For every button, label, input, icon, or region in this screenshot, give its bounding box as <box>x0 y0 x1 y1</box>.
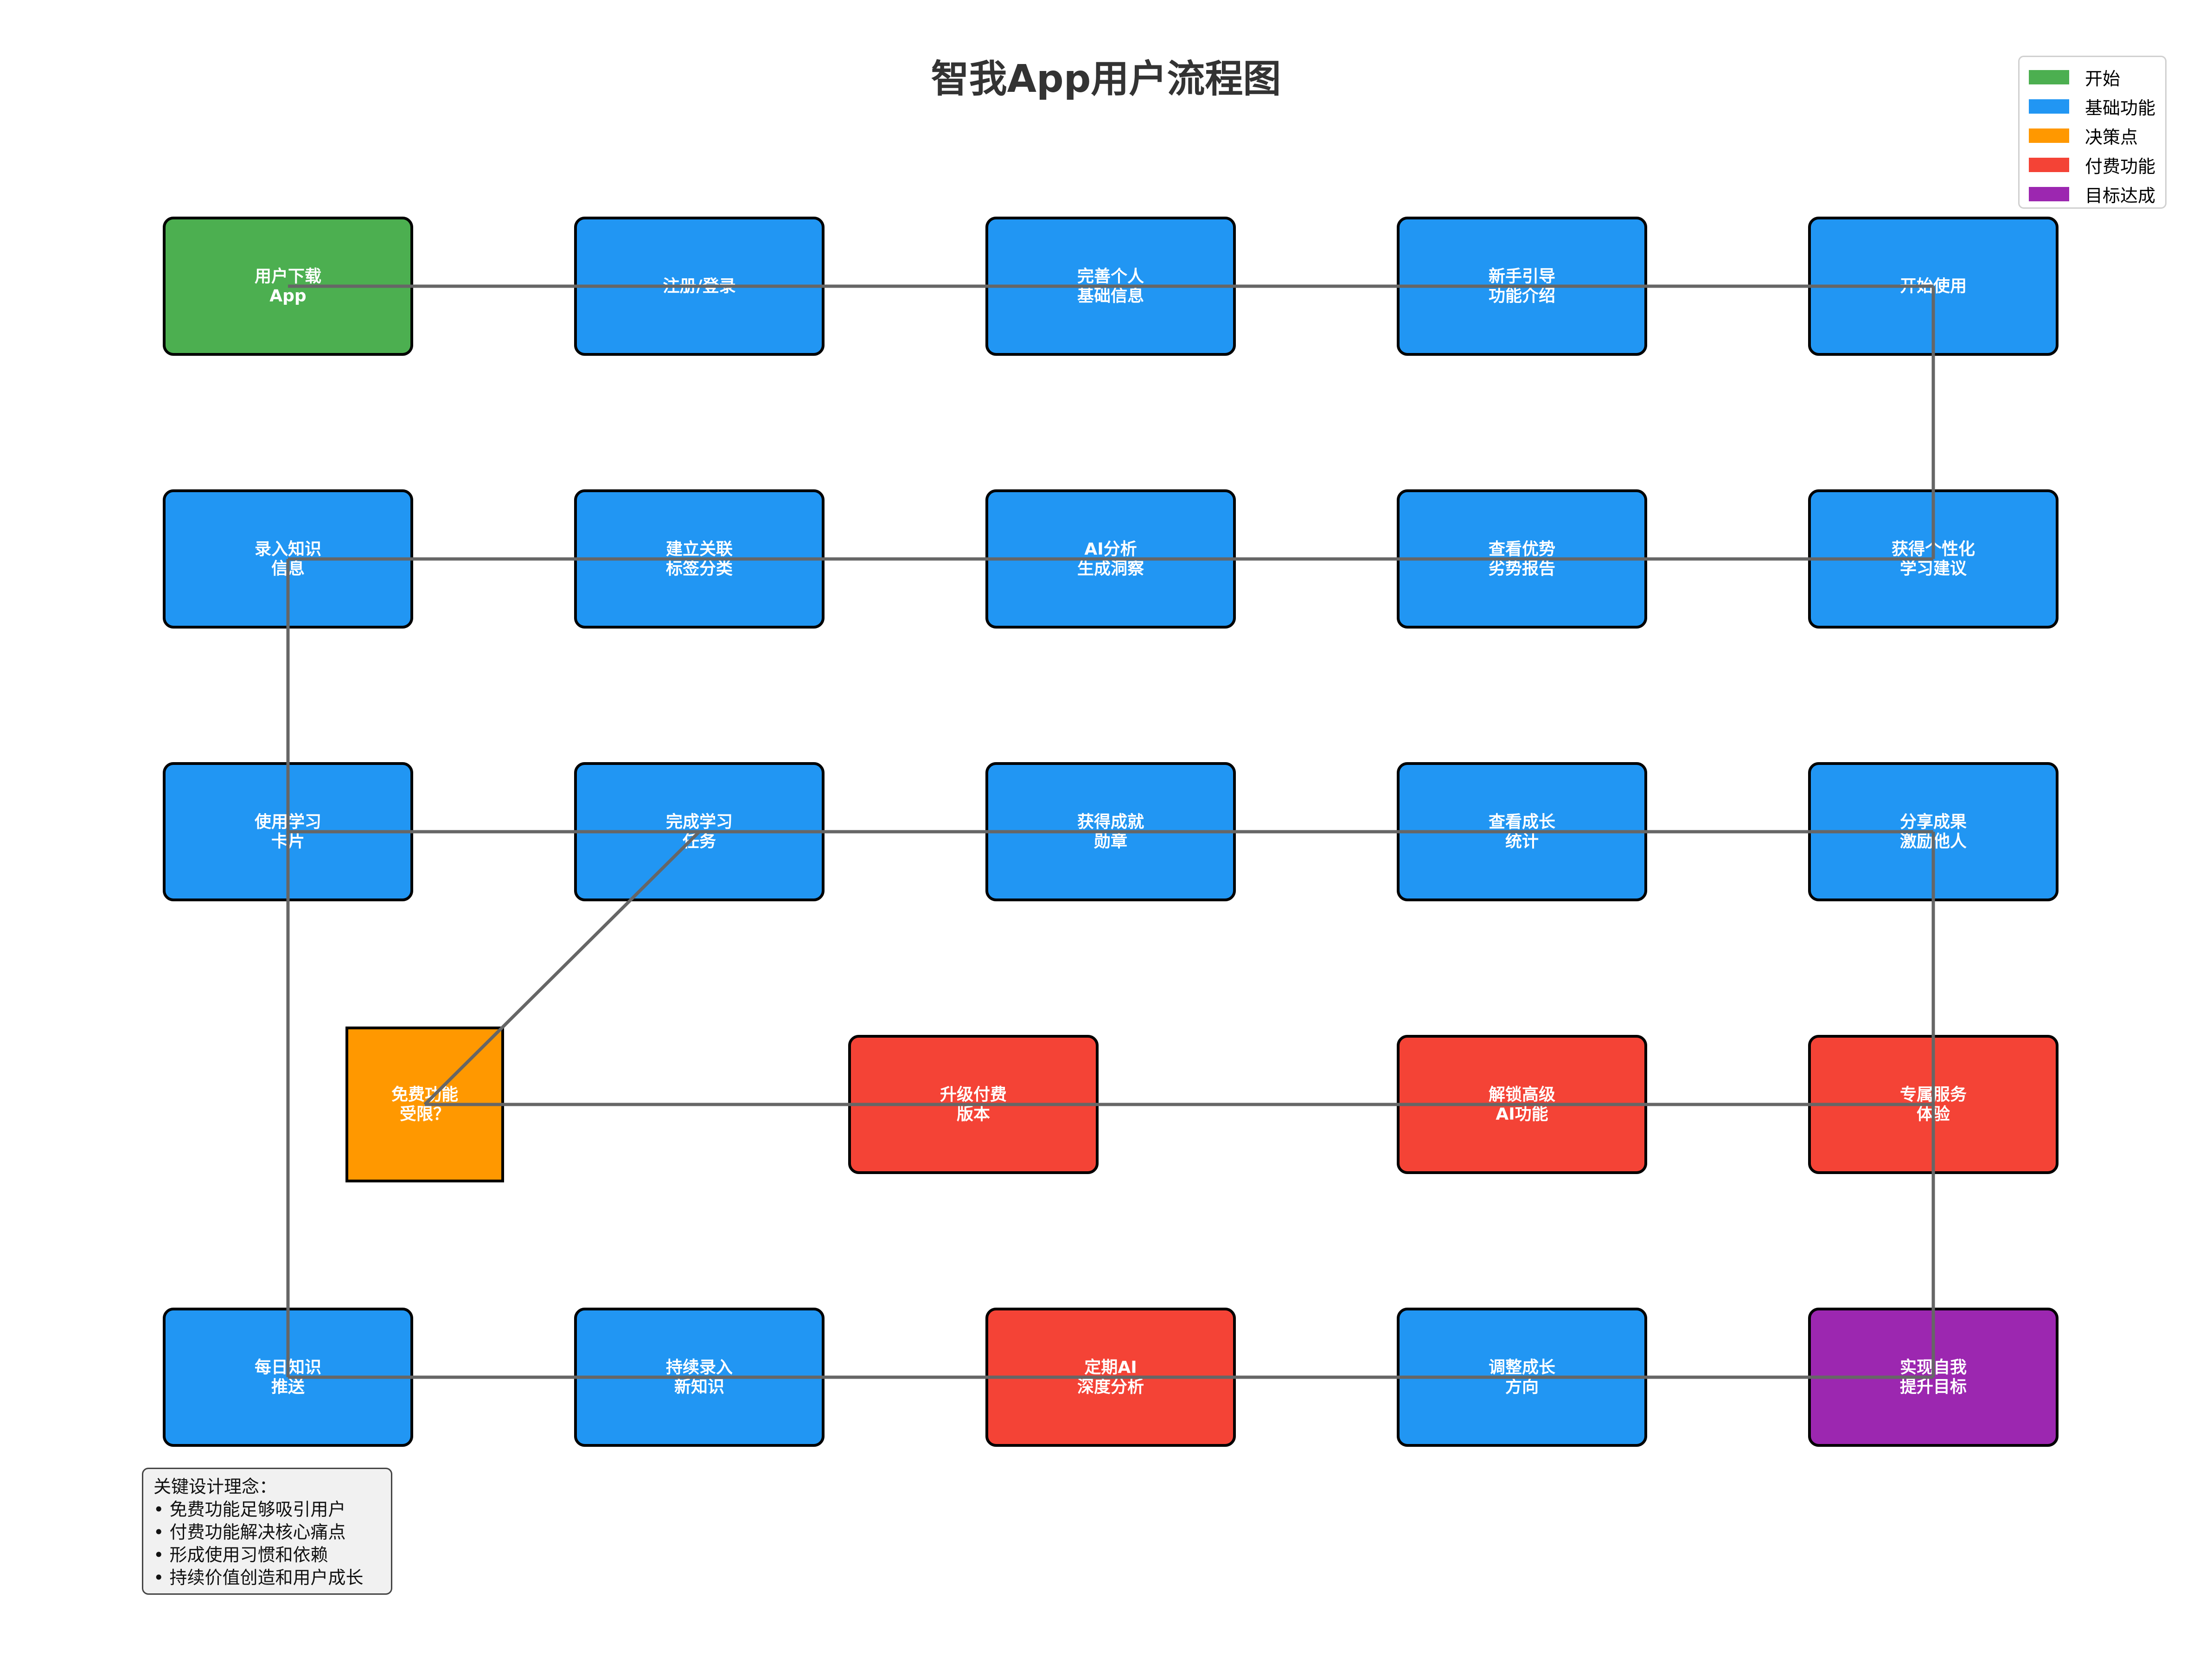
flow-node-label: 标签分类 <box>666 559 733 578</box>
flow-node-label: 查看优势 <box>1489 540 1555 559</box>
flow-node-label: 方向 <box>1505 1378 1539 1397</box>
flow-node-label: 功能介绍 <box>1489 287 1555 306</box>
legend-swatch-goal <box>2029 187 2069 201</box>
flow-node-label: 深度分析 <box>1077 1378 1144 1397</box>
flow-node-label: 录入知识 <box>255 540 321 559</box>
flow-node-label: 持续录入 <box>666 1358 733 1377</box>
chart-title: 智我App用户流程图 <box>931 57 1281 101</box>
flow-edge-n16-n12 <box>423 830 701 1106</box>
flow-node-label: 建立关联 <box>666 540 733 559</box>
flow-node-label: 获得成就 <box>1077 813 1144 832</box>
flow-node-label: App <box>269 287 306 306</box>
legend-label-goal: 目标达成 <box>2085 186 2156 206</box>
flow-node-label: 完善个人 <box>1077 267 1144 286</box>
flow-node-label: 统计 <box>1505 832 1539 851</box>
flow-node-label: 升级付费 <box>940 1085 1007 1104</box>
flow-node-label: 基础信息 <box>1077 287 1144 306</box>
flow-node-label: 提升目标 <box>1900 1378 1967 1397</box>
legend-item-start: 开始 <box>2020 63 2165 92</box>
legend-item-goal: 目标达成 <box>2020 180 2165 209</box>
legend-label-decision: 决策点 <box>2085 127 2138 148</box>
flow-node-label: AI分析 <box>1084 540 1137 559</box>
legend-label-basic: 基础功能 <box>2085 98 2156 118</box>
legend-swatch-start <box>2029 70 2069 84</box>
flow-node-label: 查看成长 <box>1489 813 1555 832</box>
flow-node-label: 学习建议 <box>1900 559 1967 578</box>
flow-node-label: 解锁高级 <box>1489 1085 1555 1104</box>
legend-item-paid: 付费功能 <box>2020 150 2165 180</box>
legend-swatch-decision <box>2029 128 2069 143</box>
legend-item-basic: 基础功能 <box>2020 92 2165 121</box>
legend-label-start: 开始 <box>2085 69 2121 89</box>
flow-node-label: 新知识 <box>674 1378 724 1397</box>
flow-node-label: 受限？ <box>400 1105 450 1124</box>
flow-node-label: 生成洞察 <box>1077 559 1144 578</box>
legend: 开始 基础功能 决策点 付费功能 目标达成 <box>2018 56 2167 209</box>
design-note-2: • 付费功能解决核心痛点 <box>153 1522 346 1542</box>
flow-node-label: 分享成果 <box>1900 813 1967 832</box>
flow-node-label: 完成学习 <box>666 812 733 832</box>
design-note-1: • 免费功能足够吸引用户 <box>153 1499 346 1520</box>
design-note-3: • 形成使用习惯和依赖 <box>153 1545 328 1565</box>
legend-label-paid: 付费功能 <box>2085 156 2156 177</box>
design-notes-box: 关键设计理念： • 免费功能足够吸引用户 • 付费功能解决核心痛点 • 形成使用… <box>142 1468 392 1595</box>
design-notes-heading: 关键设计理念： <box>153 1476 277 1497</box>
flow-node-label: 推送 <box>271 1378 305 1397</box>
legend-swatch-basic <box>2029 99 2069 114</box>
edges-layer <box>286 284 1935 1379</box>
legend-item-decision: 决策点 <box>2020 121 2165 150</box>
flow-node-label: 用户下载 <box>255 267 321 286</box>
flow-node-label: 调整成长 <box>1489 1358 1555 1377</box>
flow-node-label: 勋章 <box>1094 832 1127 851</box>
flow-node-label: 新手引导 <box>1489 267 1555 286</box>
flow-node-label: AI功能 <box>1496 1105 1548 1124</box>
flow-node-label: 免费功能 <box>391 1085 458 1104</box>
flow-node-label: 定期AI <box>1084 1358 1137 1377</box>
design-note-4: • 持续价值创造和用户成长 <box>153 1567 364 1588</box>
flow-node-label: 版本 <box>957 1105 990 1124</box>
flow-node-label: 劣势报告 <box>1489 559 1555 578</box>
legend-swatch-paid <box>2029 158 2069 172</box>
